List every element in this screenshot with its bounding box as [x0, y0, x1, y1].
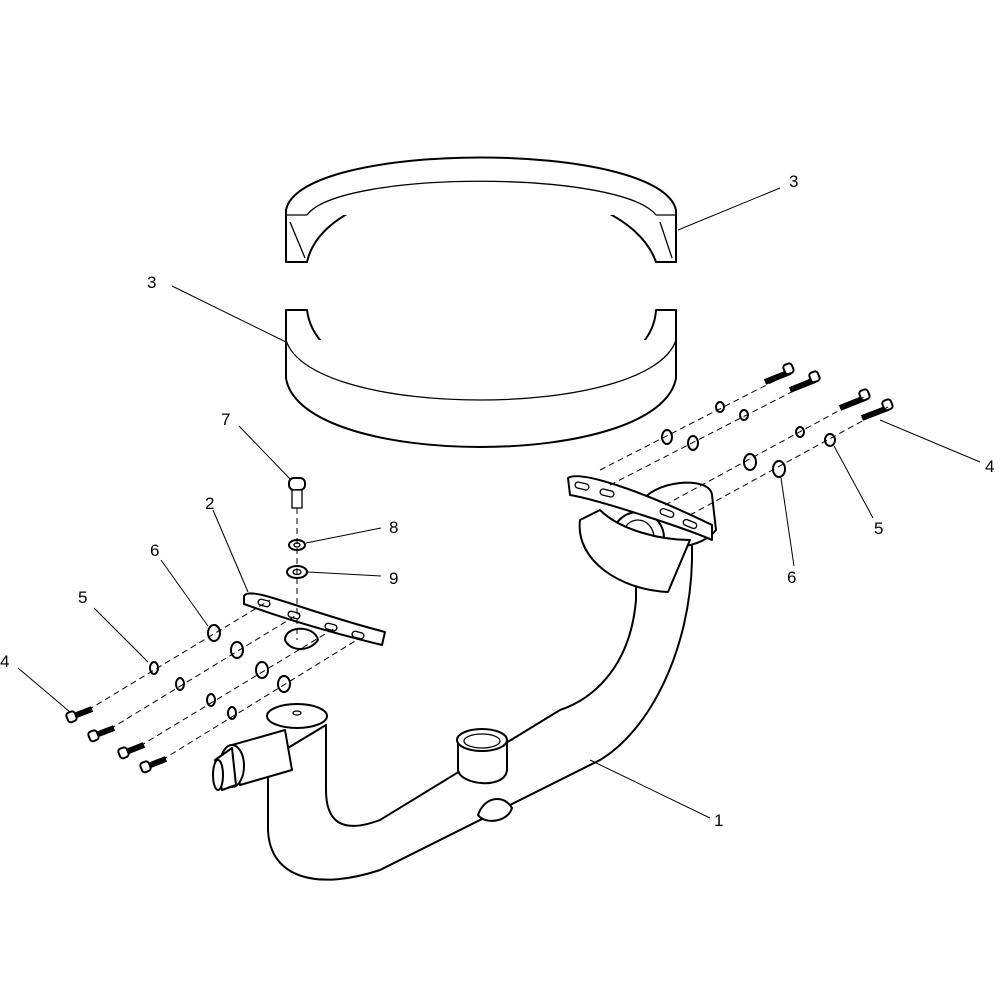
ring-lower-half	[285, 309, 677, 448]
axis-line-left-3	[139, 627, 336, 747]
callout-2: 2	[205, 494, 214, 513]
bolt-right-3	[838, 388, 871, 411]
flat-washer-right-1	[661, 429, 673, 445]
callout-9: 9	[389, 569, 398, 588]
lock-washer-right-2	[739, 409, 749, 421]
bolt-right-1	[763, 362, 795, 385]
axis-line-right-3	[664, 396, 865, 506]
flat-washer-right-3	[743, 453, 757, 471]
bracket-left	[243, 592, 386, 650]
callout-6-left: 6	[150, 541, 159, 560]
axis-line-left-4	[161, 637, 361, 761]
bolt-left-2	[87, 725, 116, 743]
callout-7: 7	[221, 410, 230, 429]
callout-8: 8	[389, 518, 398, 537]
leader-lines	[17, 187, 981, 819]
bolt-7	[288, 477, 306, 509]
flat-washer-right-4	[772, 460, 786, 478]
lock-washer-left-3	[206, 693, 216, 707]
flat-washer-left-4	[277, 675, 291, 693]
callout-3-upper: 3	[789, 172, 798, 191]
bolt-left-4	[139, 756, 168, 774]
callout-5-right: 5	[874, 519, 883, 538]
exhaust-pipe	[212, 475, 717, 881]
callout-4-left: 4	[0, 652, 9, 671]
axis-line-right-1	[599, 372, 791, 471]
bolt-left-3	[117, 742, 146, 760]
flat-washer-left-1	[207, 624, 221, 642]
callout-6-right: 6	[787, 568, 796, 587]
axis-line-left-1	[87, 599, 271, 711]
lock-washer-left-2	[175, 677, 185, 691]
callout-4-right: 4	[985, 457, 994, 476]
flat-washer-left-2	[230, 641, 244, 659]
axis-line-right-4	[689, 406, 889, 516]
callout-5-left: 5	[78, 588, 87, 607]
axis-line-left-2	[109, 612, 301, 730]
callout-1: 1	[714, 811, 723, 830]
axis-line-right-2	[609, 379, 816, 486]
flat-washer-left-3	[255, 661, 269, 679]
bolt-right-4	[860, 398, 894, 421]
callout-3-lower: 3	[147, 273, 156, 292]
bolt-right-2	[788, 370, 821, 393]
ring-upper-half	[285, 156, 677, 263]
